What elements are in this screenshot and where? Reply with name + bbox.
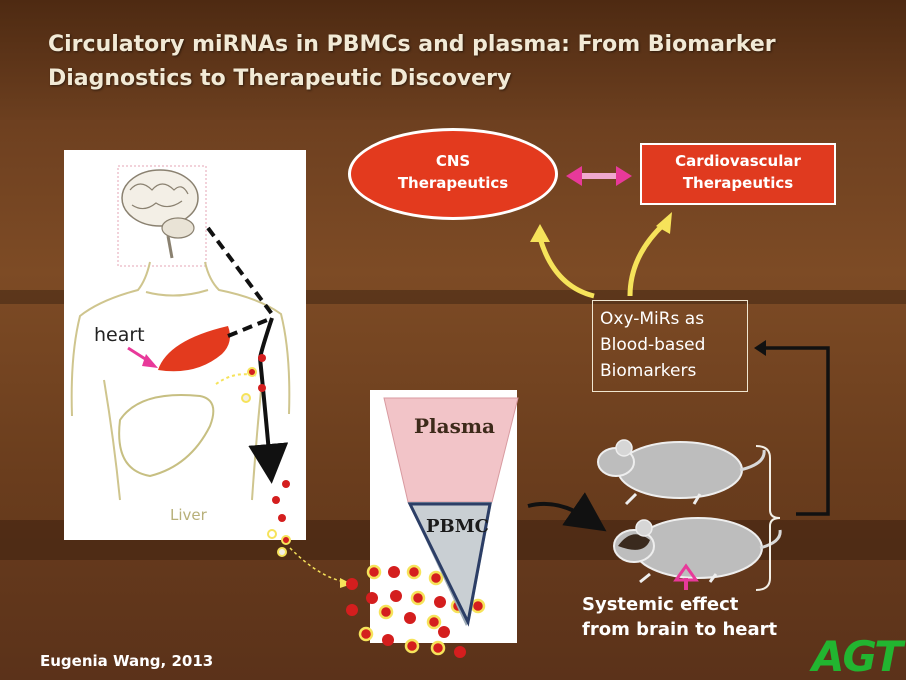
cns-label-line-2: Therapeutics bbox=[397, 174, 509, 192]
blood-flow-arrow-icon bbox=[248, 317, 289, 484]
tube-to-mice-arrow-icon bbox=[527, 492, 607, 532]
pbmc-label: PBMC bbox=[426, 516, 489, 537]
title-line-1: Circulatory miRNAs in PBMCs and plasma: … bbox=[48, 32, 776, 57]
cns-therapeutics-label: CNS Therapeutics bbox=[348, 150, 558, 194]
systemic-line-1: Systemic effect bbox=[582, 594, 739, 615]
liver-icon bbox=[118, 394, 215, 478]
agt-logo: AGT bbox=[812, 632, 903, 680]
slide-title: Circulatory miRNAs in PBMCs and plasma: … bbox=[48, 28, 848, 96]
oxy-to-cns-arrow-icon bbox=[530, 224, 595, 299]
mouse-bottom-icon bbox=[613, 517, 782, 584]
cns-therapeutics-node bbox=[348, 128, 558, 220]
mouse-top-icon bbox=[597, 439, 766, 506]
systemic-line-2: from brain to heart bbox=[582, 619, 778, 640]
body-outline-icon bbox=[70, 261, 291, 501]
oxy-to-cardio-arrow-icon bbox=[627, 212, 672, 297]
oxy-mirs-node bbox=[592, 300, 748, 392]
heart-label: heart bbox=[94, 324, 145, 346]
cardio-label-line-2: Therapeutics bbox=[682, 174, 794, 192]
background-band-top bbox=[0, 0, 906, 120]
title-line-2: Diagnostics to Therapeutic Discovery bbox=[48, 66, 512, 91]
oxy-label-line-1: Oxy-MiRs as bbox=[600, 309, 705, 329]
cardiovascular-therapeutics-node bbox=[640, 143, 836, 205]
plasma-label: Plasma bbox=[414, 414, 495, 438]
liver-label: Liver bbox=[170, 506, 207, 524]
systemic-effect-label: Systemic effect from brain to heart bbox=[582, 592, 777, 642]
cardio-label-line-1: Cardiovascular bbox=[675, 152, 801, 170]
cardiovascular-therapeutics-label: Cardiovascular Therapeutics bbox=[640, 150, 836, 194]
cns-cardio-link-arrow-icon bbox=[566, 166, 632, 186]
oxy-label-line-2: Blood-based bbox=[600, 335, 706, 355]
oxy-mirs-label: Oxy-MiRs as Blood-based Biomarkers bbox=[600, 306, 705, 384]
brain-icon bbox=[117, 165, 207, 267]
mirna-particles-vessel bbox=[241, 354, 291, 557]
heart-pointer-arrow-icon bbox=[127, 346, 158, 368]
brain-effect-arrow-icon bbox=[673, 563, 699, 590]
cns-label-line-1: CNS bbox=[435, 152, 471, 170]
feedback-arrow-icon bbox=[754, 340, 830, 516]
vessel-to-cluster-arrow-icon bbox=[289, 547, 352, 588]
brain-to-heart-dashed-arrow-icon bbox=[206, 226, 274, 338]
author-credit: Eugenia Wang, 2013 bbox=[40, 652, 214, 670]
mice-bracket-icon bbox=[755, 445, 781, 591]
heart-organ-icon bbox=[158, 326, 230, 372]
oxy-label-line-3: Biomarkers bbox=[600, 361, 697, 381]
blood-tube-icon bbox=[383, 397, 519, 627]
